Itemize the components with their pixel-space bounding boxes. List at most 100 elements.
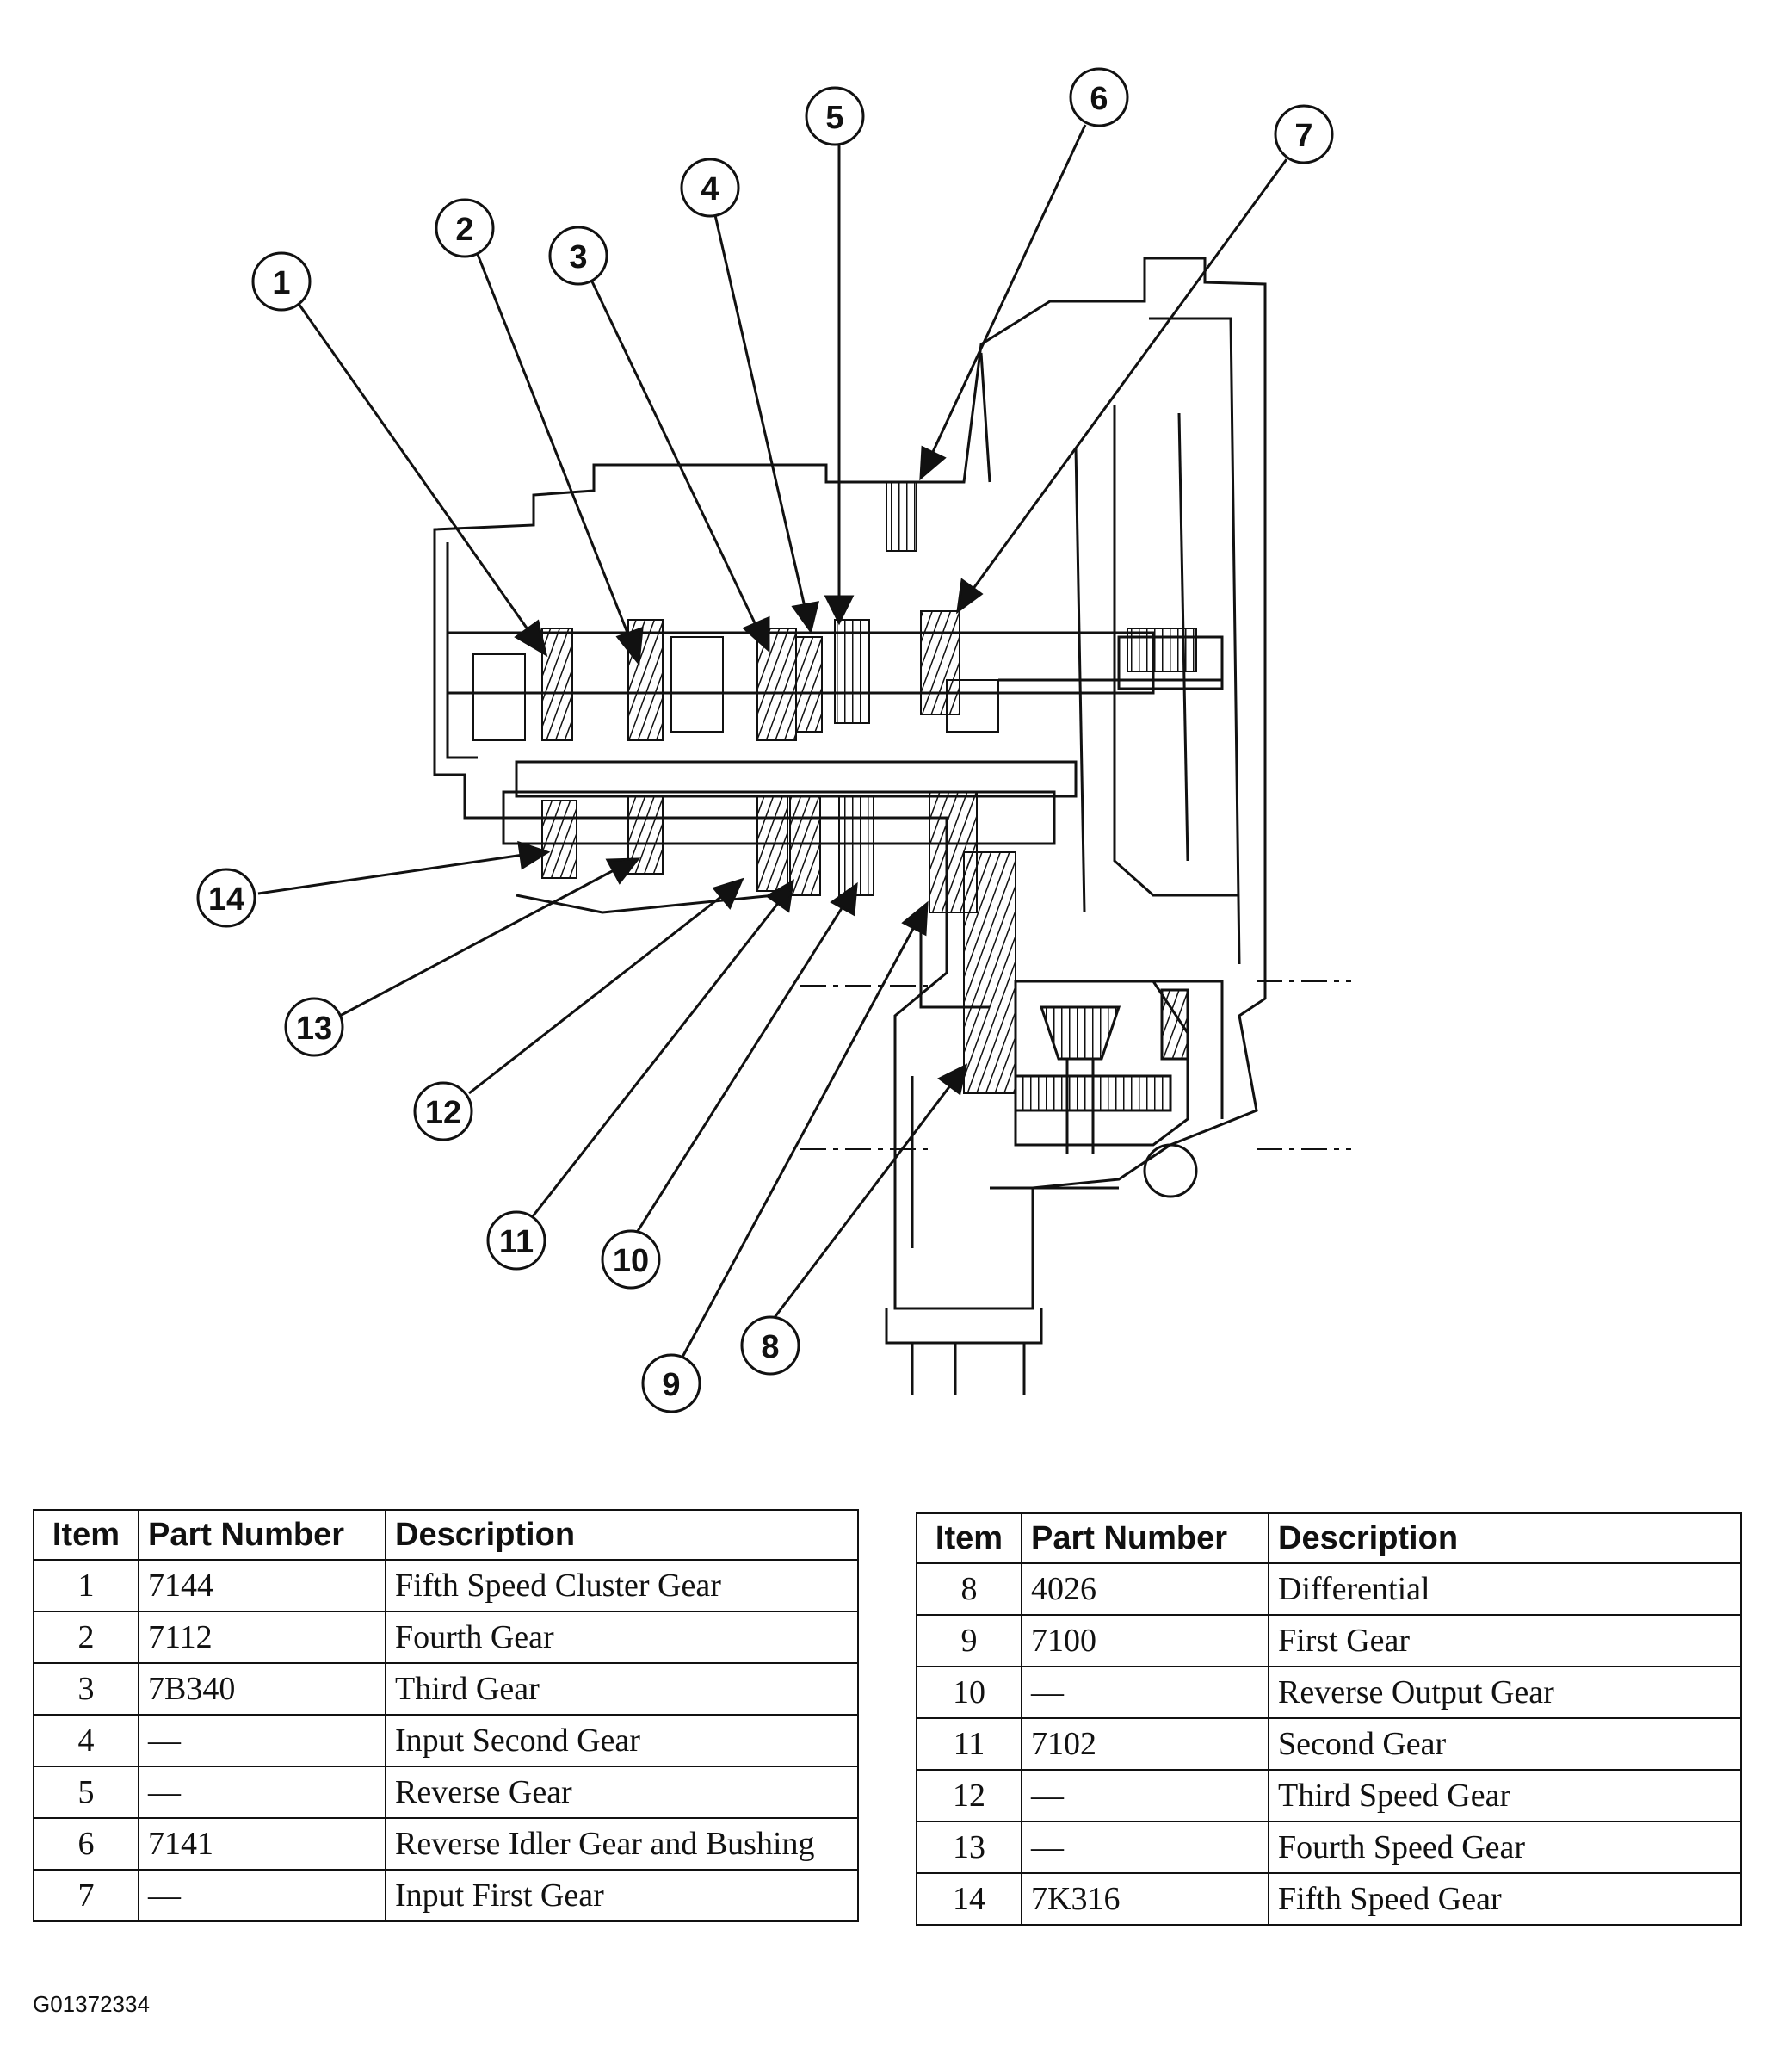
svg-text:10: 10 <box>613 1243 649 1279</box>
callout-numbers: 1 2 3 4 5 6 7 8 9 10 11 12 13 14 <box>208 81 1313 1403</box>
description-cell: Input Second Gear <box>385 1714 859 1767</box>
svg-text:11: 11 <box>499 1224 534 1260</box>
part-number-cell: — <box>138 1869 386 1922</box>
table-row: 9 7100 First Gear <box>916 1614 1742 1667</box>
item-cell: 3 <box>33 1662 139 1716</box>
item-cell: 5 <box>33 1766 139 1819</box>
svg-text:8: 8 <box>761 1329 779 1365</box>
table-row: 5 — Reverse Gear <box>33 1766 859 1819</box>
svg-text:12: 12 <box>425 1095 461 1131</box>
description-cell: Input First Gear <box>385 1869 859 1922</box>
callout-12 <box>413 1081 473 1141</box>
callout-14 <box>196 868 256 928</box>
svg-text:14: 14 <box>208 881 244 918</box>
table-row: 13 — Fourth Speed Gear <box>916 1821 1742 1874</box>
description-cell: Third Gear <box>385 1662 859 1716</box>
item-cell: 14 <box>916 1872 1022 1926</box>
callout-1 <box>251 251 312 312</box>
item-cell: 8 <box>916 1562 1022 1616</box>
part-number-cell: — <box>138 1766 386 1819</box>
header-part-number: Part Number <box>138 1509 386 1561</box>
part-number-cell: 4026 <box>1021 1562 1269 1616</box>
parts-table-left: Item Part Number Description 1 7144 Fift… <box>33 1509 859 1922</box>
item-cell: 10 <box>916 1666 1022 1719</box>
item-cell: 4 <box>33 1714 139 1767</box>
part-number-cell: — <box>1021 1769 1269 1822</box>
header-item: Item <box>33 1509 139 1561</box>
figure-code: G01372334 <box>33 1991 150 2017</box>
svg-text:2: 2 <box>455 212 473 248</box>
table-row: 1 7144 Fifth Speed Cluster Gear <box>33 1559 859 1612</box>
transaxle-cutaway-diagram: 1 2 3 4 5 6 7 8 9 10 11 12 13 14 <box>196 67 1351 1413</box>
callout-7 <box>1274 104 1334 164</box>
table-row: 7 — Input First Gear <box>33 1869 859 1922</box>
description-cell: Differential <box>1268 1562 1742 1616</box>
part-number-cell: 7B340 <box>138 1662 386 1716</box>
table-row: 3 7B340 Third Gear <box>33 1662 859 1716</box>
item-cell: 2 <box>33 1611 139 1664</box>
part-number-cell: — <box>138 1714 386 1767</box>
table-row: 10 — Reverse Output Gear <box>916 1666 1742 1719</box>
item-cell: 7 <box>33 1869 139 1922</box>
item-cell: 13 <box>916 1821 1022 1874</box>
item-cell: 9 <box>916 1614 1022 1667</box>
description-cell: Fifth Speed Gear <box>1268 1872 1742 1926</box>
callout-11 <box>486 1210 546 1271</box>
output-gear-set <box>541 791 1016 1094</box>
parts-table-right: Item Part Number Description 8 4026 Diff… <box>916 1512 1742 1926</box>
part-number-cell: 7102 <box>1021 1717 1269 1771</box>
table-row: 12 — Third Speed Gear <box>916 1769 1742 1822</box>
callout-9 <box>641 1353 701 1413</box>
description-cell: Fifth Speed Cluster Gear <box>385 1559 859 1612</box>
callout-5 <box>805 86 865 146</box>
table-row: 11 7102 Second Gear <box>916 1717 1742 1771</box>
description-cell: Third Speed Gear <box>1268 1769 1742 1822</box>
callout-13 <box>284 997 344 1057</box>
svg-text:9: 9 <box>662 1367 680 1403</box>
header-part-number: Part Number <box>1021 1512 1269 1564</box>
part-number-cell: 7100 <box>1021 1614 1269 1667</box>
callout-8 <box>740 1315 800 1376</box>
header-description: Description <box>1268 1512 1742 1564</box>
axle-centerlines <box>800 980 1351 1150</box>
description-cell: Fourth Gear <box>385 1611 859 1664</box>
input-gear-set <box>472 481 1197 741</box>
svg-text:13: 13 <box>296 1011 332 1047</box>
table-row: 14 7K316 Fifth Speed Gear <box>916 1872 1742 1926</box>
description-cell: Reverse Gear <box>385 1766 859 1819</box>
part-number-cell: 7141 <box>138 1817 386 1871</box>
item-cell: 6 <box>33 1817 139 1871</box>
callout-4 <box>680 158 740 218</box>
svg-text:6: 6 <box>1090 81 1108 117</box>
part-number-cell: 7K316 <box>1021 1872 1269 1926</box>
description-cell: Reverse Output Gear <box>1268 1666 1742 1719</box>
description-cell: Second Gear <box>1268 1717 1742 1771</box>
svg-text:5: 5 <box>825 100 843 136</box>
description-cell: Reverse Idler Gear and Bushing <box>385 1817 859 1871</box>
callout-circles <box>196 67 1334 1413</box>
part-number-cell: 7144 <box>138 1559 386 1612</box>
part-number-cell: — <box>1021 1666 1269 1719</box>
table-header-row: Item Part Number Description <box>916 1512 1742 1564</box>
callout-2 <box>435 198 495 258</box>
differential-assembly <box>1014 980 1198 1198</box>
callout-6 <box>1069 67 1129 127</box>
header-description: Description <box>385 1509 859 1561</box>
svg-text:7: 7 <box>1294 118 1312 154</box>
item-cell: 1 <box>33 1559 139 1612</box>
callout-leaders <box>257 124 1288 1363</box>
svg-text:3: 3 <box>569 239 587 275</box>
table-header-row: Item Part Number Description <box>33 1509 859 1561</box>
table-row: 8 4026 Differential <box>916 1562 1742 1616</box>
callout-3 <box>548 226 608 286</box>
description-cell: First Gear <box>1268 1614 1742 1667</box>
callout-10 <box>601 1229 661 1290</box>
item-cell: 11 <box>916 1717 1022 1771</box>
part-number-cell: 7112 <box>138 1611 386 1664</box>
header-item: Item <box>916 1512 1022 1564</box>
part-number-cell: — <box>1021 1821 1269 1874</box>
description-cell: Fourth Speed Gear <box>1268 1821 1742 1874</box>
table-row: 2 7112 Fourth Gear <box>33 1611 859 1664</box>
item-cell: 12 <box>916 1769 1022 1822</box>
table-row: 6 7141 Reverse Idler Gear and Bushing <box>33 1817 859 1871</box>
